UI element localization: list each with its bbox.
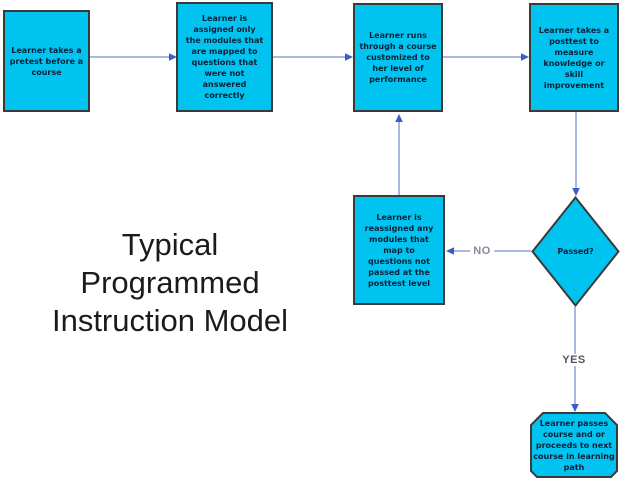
branch-label-no: NO xyxy=(470,245,494,257)
branch-label-yes: YES xyxy=(559,354,589,366)
node-posttest-label: Learner takes a posttest to measure know… xyxy=(538,25,610,90)
node-pretest: Learner takes a pretest before a course xyxy=(3,10,90,112)
decision-passed: Passed? xyxy=(531,196,620,307)
node-reassigned-modules: Learner is reassigned any modules that m… xyxy=(353,195,445,305)
arrowhead-down-1 xyxy=(572,188,580,196)
node-assigned-modules-label: Learner is assigned only the modules tha… xyxy=(185,14,264,100)
node-course-passed-label: Learner passes course and or proceeds to… xyxy=(533,418,615,472)
node-course-run: Learner runs through a course customized… xyxy=(353,3,443,112)
node-course-run-label: Learner runs through a course customized… xyxy=(359,31,437,84)
decision-passed-label: Passed? xyxy=(557,247,594,256)
node-assigned-modules: Learner is assigned only the modules tha… xyxy=(176,2,273,112)
arrowhead-down-2 xyxy=(571,404,579,412)
diamond-shape-icon xyxy=(531,196,620,307)
arrowhead-left-1 xyxy=(446,247,454,255)
arrowhead-up-1 xyxy=(395,114,403,122)
arrowhead-right-3 xyxy=(521,53,529,61)
arrowhead-right-2 xyxy=(345,53,353,61)
node-reassigned-modules-label: Learner is reassigned any modules that m… xyxy=(364,212,434,288)
terminator-shape-icon xyxy=(530,412,618,478)
node-pretest-label: Learner takes a pretest before a course xyxy=(9,45,84,77)
node-course-passed: Learner passes course and or proceeds to… xyxy=(530,412,618,478)
diagram-title: Typical Programmed Instruction Model xyxy=(51,227,289,338)
node-posttest: Learner takes a posttest to measure know… xyxy=(529,3,619,112)
